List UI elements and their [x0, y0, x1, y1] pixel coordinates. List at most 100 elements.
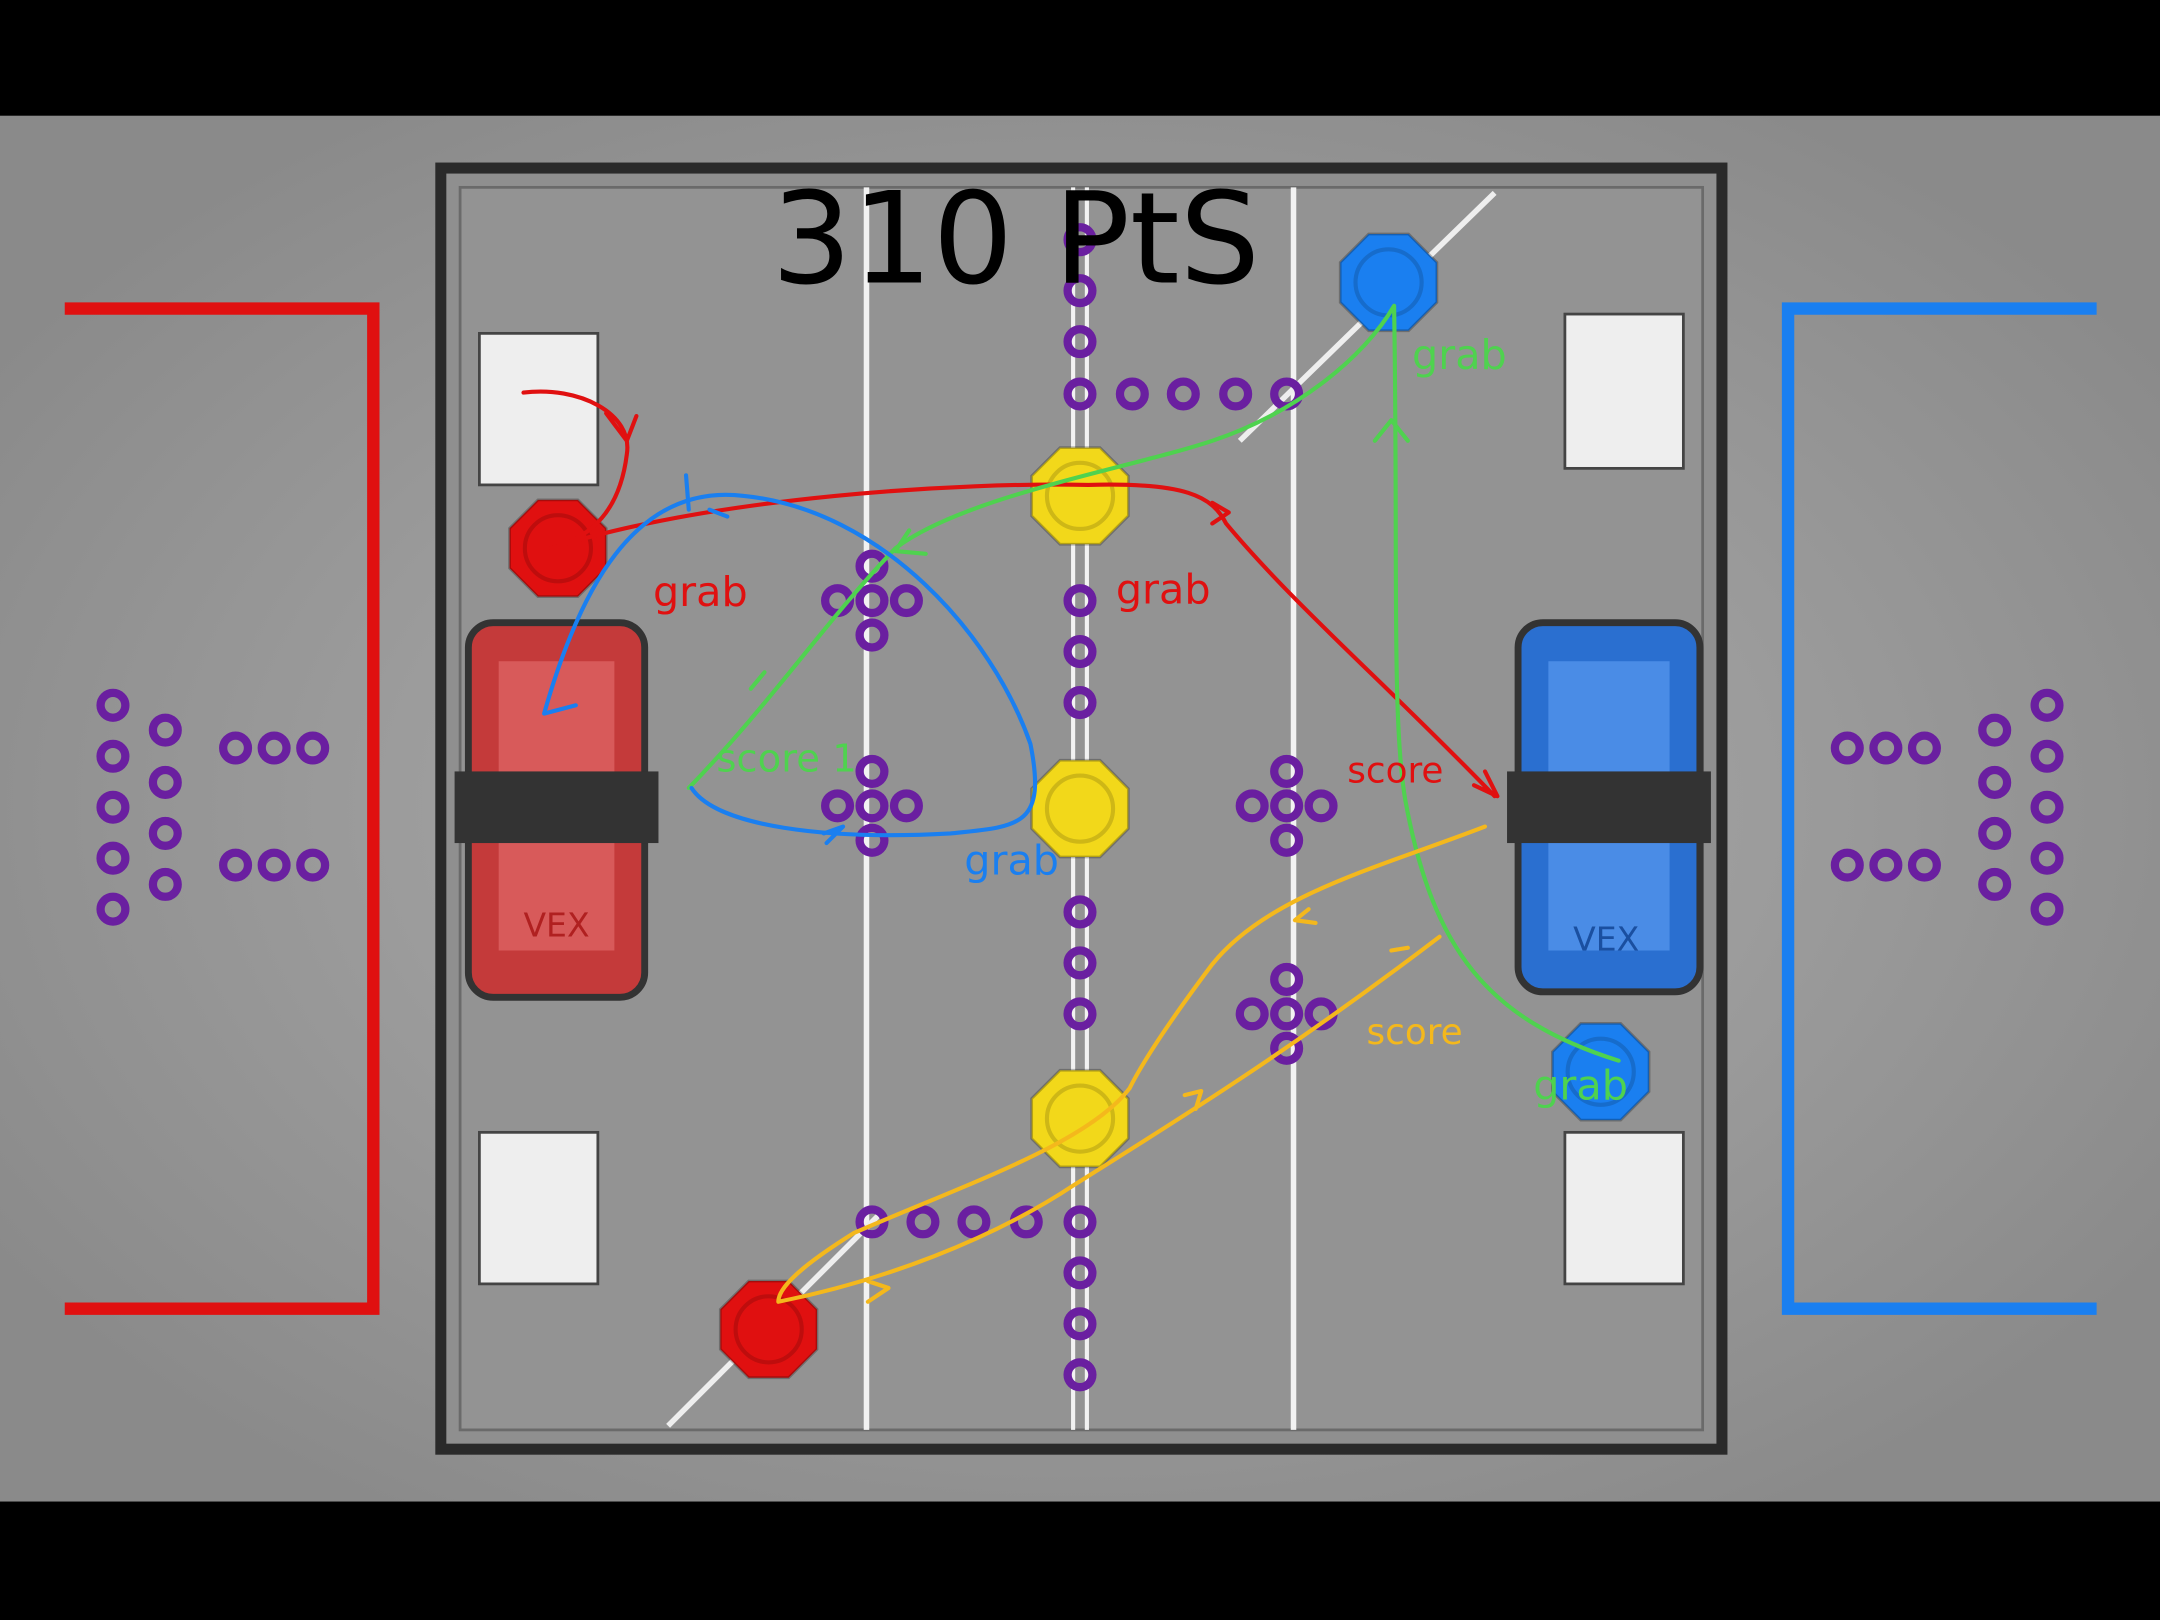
neutral-goal-base	[1044, 1083, 1116, 1154]
ring	[2030, 892, 2064, 926]
ring	[219, 848, 253, 882]
ring	[96, 790, 130, 824]
ring	[821, 789, 855, 823]
ring	[1166, 377, 1200, 411]
ring	[148, 816, 182, 850]
annotation-red-grab-center: grab	[1116, 565, 1211, 613]
ring	[855, 584, 889, 618]
ring	[855, 754, 889, 788]
total-points-annotation: 310 PtS	[771, 164, 1260, 312]
ring	[148, 713, 182, 747]
ring	[1063, 946, 1097, 980]
ring	[889, 584, 923, 618]
ring	[96, 739, 130, 773]
ring	[257, 848, 291, 882]
ring	[855, 618, 889, 652]
ring	[855, 823, 889, 857]
ring	[1063, 325, 1097, 359]
ring	[1907, 731, 1941, 765]
ring	[2030, 841, 2064, 875]
blue-goal-base	[1565, 1036, 1636, 1107]
ring	[1063, 997, 1097, 1031]
ring	[96, 688, 130, 722]
ring	[219, 731, 253, 765]
ring	[148, 867, 182, 901]
ring	[957, 1205, 991, 1239]
ring	[1115, 377, 1149, 411]
red-goal-base	[522, 513, 594, 584]
red-robot-top	[478, 331, 600, 487]
ring	[1063, 895, 1097, 929]
red-platform-label: VEX	[523, 906, 589, 945]
ring	[1270, 997, 1304, 1031]
ring	[1063, 584, 1097, 618]
mobile-goals	[508, 232, 1651, 1380]
red-goal-base	[733, 1294, 804, 1365]
ring	[1830, 848, 1864, 882]
annotation-green-score-1: score 1	[716, 736, 856, 781]
blue-path	[542, 473, 1038, 846]
ring	[1907, 848, 1941, 882]
annotation-green-grab-bottom: grab	[1533, 1061, 1628, 1109]
ring	[1063, 635, 1097, 669]
ring	[1270, 1031, 1304, 1065]
ring	[1978, 765, 2012, 799]
ring	[1235, 789, 1269, 823]
ring	[855, 549, 889, 583]
ring	[1270, 962, 1304, 996]
ring	[1063, 1358, 1097, 1392]
ring	[906, 1205, 940, 1239]
ring	[1830, 731, 1864, 765]
blue-goal	[1550, 1022, 1651, 1122]
annotation-yellow-score: score	[1367, 1012, 1463, 1053]
ring	[1235, 997, 1269, 1031]
ring	[1063, 1307, 1097, 1341]
annotation-green-grab-top: grab	[1412, 331, 1507, 379]
ring	[1270, 789, 1304, 823]
ring	[1270, 823, 1304, 857]
ring	[1063, 686, 1097, 720]
red-platform: VEX	[454, 619, 659, 1001]
ring	[296, 731, 330, 765]
ring	[96, 892, 130, 926]
neutral-goal	[1030, 758, 1130, 859]
blue-platform: VEX	[1507, 619, 1711, 996]
blue-alliance-zone	[1781, 302, 2097, 1315]
ring	[1063, 274, 1097, 308]
green-path	[686, 303, 1621, 1063]
yellow-path	[776, 824, 1488, 1304]
ring	[1270, 754, 1304, 788]
red-goal	[718, 1279, 819, 1380]
ring	[148, 765, 182, 799]
ring	[296, 848, 330, 882]
ring	[1063, 223, 1097, 257]
ring	[889, 789, 923, 823]
blue-platform-label: VEX	[1573, 920, 1639, 959]
annotation-red-score: score	[1347, 750, 1443, 791]
ring	[1869, 848, 1903, 882]
ring	[96, 841, 130, 875]
ring	[1304, 789, 1338, 823]
ring	[1063, 1205, 1097, 1239]
neutral-goal-base	[1044, 773, 1116, 844]
blue-robot-bottom	[1563, 1130, 1685, 1286]
ring	[1978, 867, 2012, 901]
ring	[2030, 739, 2064, 773]
neutral-goal-base	[1044, 460, 1116, 532]
annotation-blue-grab: grab	[964, 837, 1059, 885]
ring	[257, 731, 291, 765]
ring	[1978, 713, 2012, 747]
red-path	[521, 389, 1500, 799]
red-robot-bottom	[478, 1130, 600, 1286]
ring	[2030, 790, 2064, 824]
ring	[1978, 816, 2012, 850]
ring	[1063, 377, 1097, 411]
ring	[1219, 377, 1253, 411]
ring	[1063, 1256, 1097, 1290]
annotation-red-grab-left: grab	[653, 568, 748, 616]
ring	[2030, 688, 2064, 722]
blue-robot-top	[1563, 312, 1685, 470]
red-alliance-zone	[64, 302, 380, 1315]
